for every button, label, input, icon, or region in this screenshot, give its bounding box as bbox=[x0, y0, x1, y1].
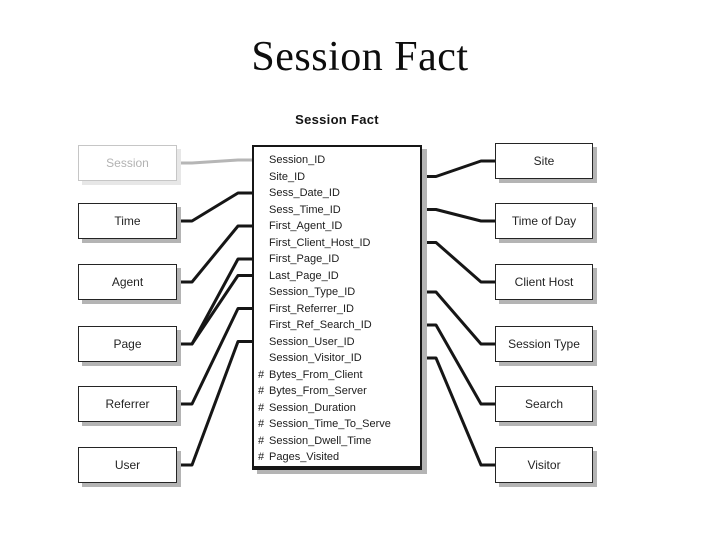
connector-time-to-sess-date-id bbox=[178, 191, 254, 223]
fact-field-first-ref-search-id: First_Ref_Search_ID bbox=[254, 317, 420, 334]
connector-site-to-site-id bbox=[421, 159, 497, 178]
field-name: Pages_Visited bbox=[269, 451, 340, 463]
dimension-box-visitor: Visitor bbox=[495, 447, 593, 483]
connector-referrer-to-first-referrer-id bbox=[178, 307, 254, 406]
dimension-label: Referrer bbox=[105, 397, 150, 411]
connector-time-of-day-to-sess-time-id bbox=[421, 208, 497, 223]
slide-title: Session Fact bbox=[251, 34, 469, 80]
connector-client-host-to-first-client-host-id bbox=[421, 241, 497, 284]
connector-visitor-to-session-visitor-id bbox=[421, 356, 497, 467]
fact-field-last-page-id: Last_Page_ID bbox=[254, 268, 420, 285]
field-name: Session_Dwell_Time bbox=[269, 434, 372, 447]
measure-hash-icon: # bbox=[258, 451, 265, 463]
connector-session-type-to-session-type-id bbox=[421, 290, 497, 346]
fact-field-session-visitor-id: Session_Visitor_ID bbox=[254, 350, 420, 367]
dimension-box-agent: Agent bbox=[78, 264, 177, 300]
dimension-label: Page bbox=[113, 337, 142, 351]
fact-field-session-user-id: Session_User_ID bbox=[254, 334, 420, 351]
dimension-box-time-of-day: Time of Day bbox=[495, 203, 593, 239]
fact-table: Session_ID Site_ID Sess_Date_ID Sess_Time_I… bbox=[252, 145, 422, 470]
fact-field-first-client-host-id: First_Client_Host_ID bbox=[254, 235, 420, 252]
field-name: Session_Type_ID bbox=[269, 286, 356, 298]
field-name: First_Client_Host_ID bbox=[269, 236, 371, 249]
field-name: Session_Duration bbox=[269, 401, 356, 414]
measure-hash-icon: # bbox=[258, 385, 265, 397]
dimension-label: Site bbox=[533, 154, 555, 168]
dimension-box-time: Time bbox=[78, 203, 177, 239]
dimension-box-user: User bbox=[78, 447, 177, 483]
dimension-box-session: Session bbox=[78, 145, 177, 181]
fact-field-session-id: Session_ID bbox=[254, 152, 420, 169]
fact-field-first-agent-id: First_Agent_ID bbox=[254, 218, 420, 235]
field-name: First_Agent_ID bbox=[269, 220, 343, 232]
dimension-box-search: Search bbox=[495, 386, 593, 422]
dimension-box-session-type: Session Type bbox=[495, 326, 593, 362]
dimension-label: User bbox=[114, 458, 141, 472]
dimension-label: Search bbox=[524, 397, 564, 411]
field-name: Session_ID bbox=[269, 154, 326, 166]
fact-field-site-id: Site_ID bbox=[254, 169, 420, 186]
field-name: Site_ID bbox=[269, 170, 306, 183]
measure-hash-icon: # bbox=[258, 418, 265, 430]
field-name: Sess_Date_ID bbox=[269, 187, 340, 199]
fact-field-sess-date-id: Sess_Date_ID bbox=[254, 185, 420, 202]
fact-field-bytes-from-client: # Bytes_From_Client bbox=[254, 367, 420, 384]
dimension-box-client-host: Client Host bbox=[495, 264, 593, 300]
dimension-box-site: Site bbox=[495, 143, 593, 179]
field-name: Sess_Time_ID bbox=[269, 203, 341, 216]
connector-session-to-session-id bbox=[178, 158, 254, 165]
field-name: Session_Visitor_ID bbox=[269, 352, 362, 364]
field-name: Last_Page_ID bbox=[269, 269, 339, 282]
fact-field-first-page-id: First_Page_ID bbox=[254, 251, 420, 268]
field-name: Bytes_From_Server bbox=[269, 385, 367, 397]
fact-table-fields: Session_ID Site_ID Sess_Date_ID Sess_Time_I… bbox=[254, 152, 420, 466]
fact-field-sess-time-id: Sess_Time_ID bbox=[254, 202, 420, 219]
field-name: First_Referrer_ID bbox=[269, 302, 354, 315]
connector-agent-to-first-agent-id bbox=[178, 224, 254, 284]
field-name: First_Page_ID bbox=[269, 253, 340, 265]
dimension-box-page: Page bbox=[78, 326, 177, 362]
dimension-label: Visitor bbox=[527, 458, 561, 472]
connector-page-to-first-page-id bbox=[178, 257, 254, 346]
dimension-label: Agent bbox=[111, 275, 144, 289]
dimension-label: Session Type bbox=[508, 337, 580, 351]
field-name: First_Ref_Search_ID bbox=[269, 319, 372, 331]
fact-field-bytes-from-server: # Bytes_From_Server bbox=[254, 383, 420, 400]
fact-field-pages-visited: # Pages_Visited bbox=[254, 449, 420, 466]
connector-user-to-session-user-id bbox=[178, 340, 254, 467]
measure-hash-icon: # bbox=[258, 368, 265, 381]
measure-hash-icon: # bbox=[258, 401, 265, 414]
connector-page-to-last-page-id bbox=[178, 274, 254, 346]
dimension-label: Time of Day bbox=[511, 214, 577, 228]
dimension-label: Time bbox=[114, 214, 141, 228]
field-name: Session_Time_To_Serve bbox=[269, 418, 391, 430]
field-name: Session_User_ID bbox=[269, 335, 355, 348]
fact-table-title: Session Fact bbox=[295, 112, 379, 127]
dimension-label: Client Host bbox=[514, 275, 574, 289]
fact-field-session-time-to-serve: # Session_Time_To_Serve bbox=[254, 416, 420, 433]
connector-search-to-first-ref-search-id bbox=[421, 323, 497, 406]
fact-field-session-duration: # Session_Duration bbox=[254, 400, 420, 417]
measure-hash-icon: # bbox=[258, 434, 265, 447]
dimension-box-referrer: Referrer bbox=[78, 386, 177, 422]
fact-field-session-dwell-time: # Session_Dwell_Time bbox=[254, 433, 420, 450]
field-name: Bytes_From_Client bbox=[269, 368, 363, 381]
fact-field-first-referrer-id: First_Referrer_ID bbox=[254, 301, 420, 318]
fact-field-session-type-id: Session_Type_ID bbox=[254, 284, 420, 301]
dimension-label: Session bbox=[106, 156, 149, 170]
